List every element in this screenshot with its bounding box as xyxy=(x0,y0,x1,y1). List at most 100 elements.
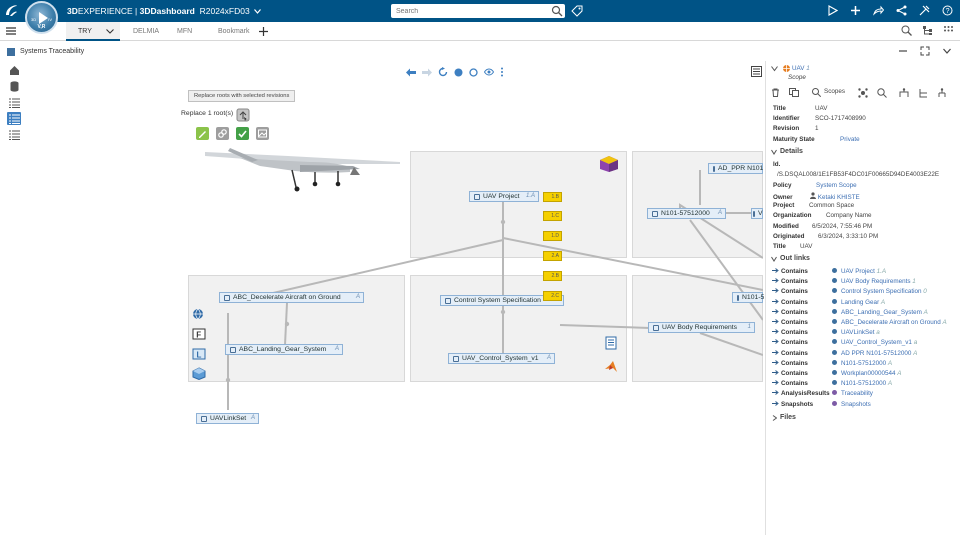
globe-icon[interactable] xyxy=(192,308,204,320)
relation-target-link[interactable]: Workplan00000544 xyxy=(841,370,896,377)
search-icon[interactable] xyxy=(551,5,563,17)
chevron-down-icon[interactable] xyxy=(254,9,262,14)
relation-target-link[interactable]: Landing Gear xyxy=(841,298,880,306)
owner-link[interactable]: Ketaki KHISTE xyxy=(817,194,860,201)
node-n101-partial[interactable]: N101-5 xyxy=(732,292,764,303)
compass-widget[interactable]: 3D IV V,R xyxy=(25,1,58,34)
list-icon[interactable] xyxy=(7,96,21,109)
details-panel-toggle-icon[interactable] xyxy=(751,66,762,77)
relation-target-link[interactable]: ABC_Landing_Gear_System xyxy=(841,308,922,316)
link-button[interactable] xyxy=(216,127,229,140)
relation-target-link[interactable]: Traceability xyxy=(841,390,873,398)
image-button[interactable] xyxy=(256,127,269,140)
list-view-active-icon[interactable] xyxy=(7,112,21,125)
relation-target-link[interactable]: ABC_Decelerate Aircraft on Ground xyxy=(841,319,941,326)
forward-arrow-icon[interactable] xyxy=(422,68,432,77)
minimize-icon[interactable] xyxy=(898,46,908,56)
revision-badge[interactable]: 2.C xyxy=(543,291,562,301)
database-icon[interactable] xyxy=(7,80,21,93)
delete-icon[interactable] xyxy=(771,88,780,97)
scopes-search-icon[interactable] xyxy=(812,88,821,97)
add-tab-icon[interactable] xyxy=(259,27,268,36)
hierarchy-down-icon[interactable] xyxy=(918,88,928,98)
zoom-search-icon[interactable] xyxy=(901,25,912,36)
menu-icon[interactable] xyxy=(6,26,16,36)
scopes-label[interactable]: Scopes xyxy=(824,88,846,95)
revision-badge[interactable]: 1.D xyxy=(543,231,562,241)
relation-target-link[interactable]: UAV Body Requirements xyxy=(841,278,911,286)
details-section-header[interactable]: Details xyxy=(780,148,803,155)
tree-view-icon[interactable] xyxy=(922,25,933,36)
relation-target-link[interactable]: Control System Specification xyxy=(841,288,922,296)
relation-target-link[interactable]: UAV Project xyxy=(841,268,875,275)
search-icon[interactable] xyxy=(877,88,887,98)
plus-icon[interactable] xyxy=(849,4,862,17)
refresh-icon[interactable] xyxy=(438,67,448,77)
tree-icon[interactable] xyxy=(937,88,947,98)
share-arrow-icon[interactable] xyxy=(872,4,885,17)
revision-badge[interactable]: 2.B xyxy=(543,271,562,281)
grid-apps-icon[interactable] xyxy=(943,25,954,36)
more-vertical-icon[interactable] xyxy=(500,67,504,77)
functional-f-icon[interactable]: F xyxy=(192,328,206,340)
help-icon[interactable]: ? xyxy=(941,4,954,17)
product-cube-icon[interactable] xyxy=(599,155,619,173)
network-icon[interactable] xyxy=(858,88,868,98)
chevron-down-icon[interactable] xyxy=(771,66,778,72)
edit-button[interactable] xyxy=(196,127,209,140)
maturity-state-link[interactable]: Private xyxy=(840,136,860,143)
revision-badge[interactable]: 1.B xyxy=(543,192,562,202)
app-brand[interactable]: 3DEXPERIENCE | 3DDashboard R2024xFD03 xyxy=(67,6,262,16)
object-name-value[interactable]: UAV xyxy=(792,65,805,72)
revision-badge[interactable]: 2.A xyxy=(543,251,562,261)
copy-icon[interactable] xyxy=(789,88,799,97)
play-icon[interactable] xyxy=(826,4,839,17)
relation-target-link[interactable]: UAVLinkSet xyxy=(841,329,875,337)
layout-outline-icon[interactable] xyxy=(469,67,478,77)
replace-roots-icon[interactable] xyxy=(236,108,250,122)
tools-icon[interactable] xyxy=(918,4,931,17)
maximize-icon[interactable] xyxy=(920,46,930,56)
node-control-system-spec[interactable]: Control System Specification xyxy=(440,295,564,306)
confirm-button[interactable] xyxy=(236,127,249,140)
home-icon[interactable] xyxy=(7,64,21,77)
tenant-name[interactable]: R2024xFD03 xyxy=(199,6,250,16)
chevron-down-icon[interactable] xyxy=(942,46,952,56)
tab-delmia[interactable]: DELMIA xyxy=(133,28,160,35)
matlab-icon[interactable] xyxy=(604,360,618,373)
document-icon[interactable] xyxy=(604,336,618,350)
eye-icon[interactable] xyxy=(484,68,494,76)
chevron-right-icon[interactable] xyxy=(772,415,777,421)
physical-cube-icon[interactable] xyxy=(192,367,206,380)
files-section-header[interactable]: Files xyxy=(780,414,796,421)
node-partial-v[interactable]: V xyxy=(751,208,763,219)
back-arrow-icon[interactable] xyxy=(406,68,416,77)
node-ad-ppr[interactable]: AD_PPR N101 xyxy=(708,163,763,174)
revision-badge[interactable]: 1.C xyxy=(543,211,562,221)
relation-target-link[interactable]: Snapshots xyxy=(841,400,871,408)
layout-filled-icon[interactable] xyxy=(454,68,463,77)
chevron-down-icon[interactable] xyxy=(106,29,114,34)
search-input[interactable] xyxy=(391,4,565,18)
tag-icon[interactable] xyxy=(571,5,583,17)
chevron-down-icon[interactable] xyxy=(771,256,777,262)
relation-target-link[interactable]: N101-57512000 xyxy=(841,380,887,388)
tab-mfn[interactable]: MFN xyxy=(177,28,193,35)
